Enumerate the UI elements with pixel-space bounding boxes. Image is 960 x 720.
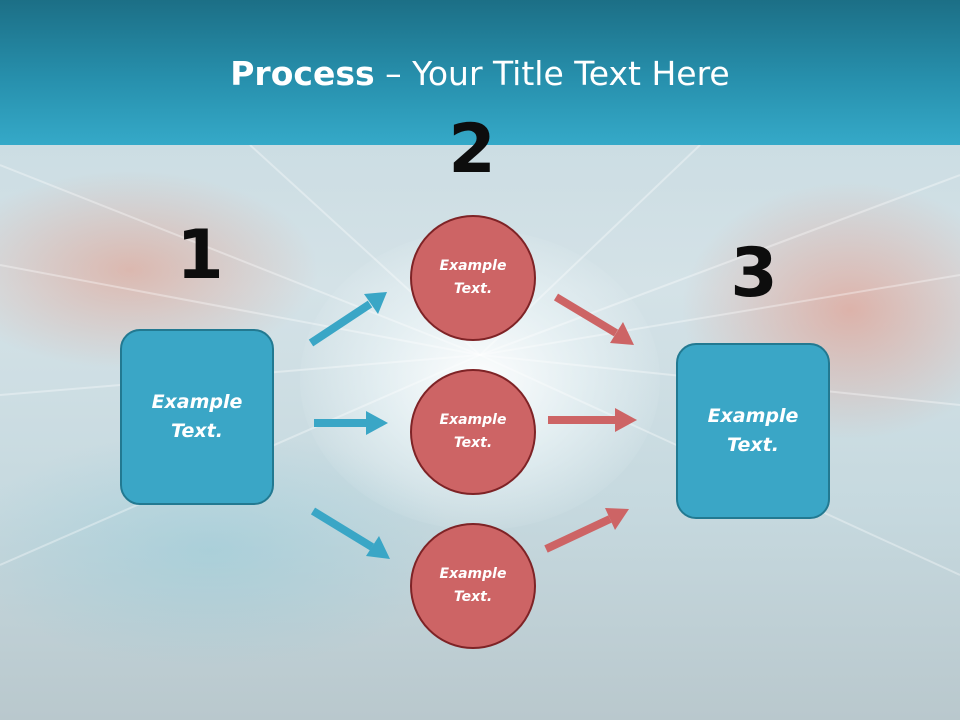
process-circle-top: Example Text.	[410, 215, 536, 341]
circle-top-text: Example Text.	[439, 258, 507, 297]
input-box-text: Example Text.	[151, 391, 243, 442]
output-box-text: Example Text.	[707, 405, 799, 456]
step-number-3: 3	[730, 234, 778, 313]
arrow-blue-down	[310, 507, 375, 551]
arrow-red-down-head	[610, 322, 634, 345]
step-number-2: 2	[448, 110, 496, 189]
arrow-red-down	[553, 293, 619, 337]
arrow-red-up	[544, 515, 612, 553]
circle-middle-text: Example Text.	[439, 412, 507, 451]
arrow-red-straight-head	[615, 408, 637, 432]
circle-bottom-text: Example Text.	[439, 566, 507, 605]
input-box: Example Text.	[120, 329, 274, 505]
arrow-blue-up-head	[364, 292, 387, 314]
arrow-blue-straight-head	[366, 411, 388, 435]
arrow-blue-down-head	[366, 536, 390, 559]
title-banner: Process – Your Title Text Here	[0, 0, 960, 145]
arrow-red-up-head	[605, 508, 629, 530]
title-bold-part: Process	[230, 54, 375, 93]
slide-title: Process – Your Title Text Here	[0, 52, 960, 96]
process-circle-bottom: Example Text.	[410, 523, 536, 649]
step-number-1: 1	[176, 216, 224, 295]
output-box: Example Text.	[676, 343, 830, 519]
process-circle-middle: Example Text.	[410, 369, 536, 495]
title-regular-part: – Your Title Text Here	[374, 54, 730, 93]
arrow-blue-up	[308, 300, 373, 347]
